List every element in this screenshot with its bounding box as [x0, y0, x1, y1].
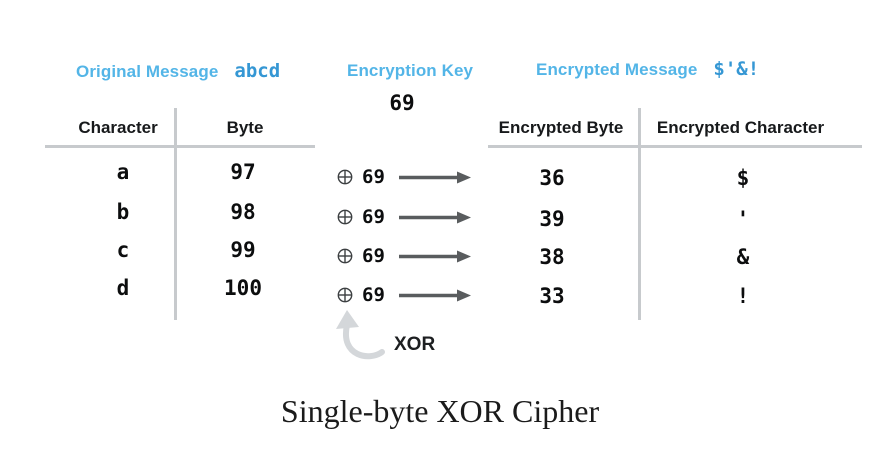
char-cell: b — [116, 200, 130, 224]
char-cell: a — [116, 160, 130, 184]
xor-operation-row: 69 — [337, 203, 472, 231]
left-table-header-divider — [45, 145, 315, 148]
xor-operation-row: 69 — [337, 163, 472, 191]
byte-column-header: Byte — [226, 118, 264, 137]
encrypted-message-label: Encrypted Message — [536, 60, 698, 79]
byte-cell: 98 — [230, 200, 256, 224]
char-cell: c — [116, 238, 130, 262]
character-column-header: Character — [78, 118, 158, 137]
circle-plus-xor-icon — [337, 209, 353, 225]
encrypted-byte-cell: 36 — [539, 166, 565, 190]
encryption-key-label: Encryption Key — [347, 61, 474, 80]
byte-cell: 100 — [224, 276, 262, 300]
right-arrow-icon — [398, 250, 471, 262]
left-table-column-divider — [174, 108, 177, 320]
xor-operation-row: 69 — [337, 242, 472, 270]
xor-key-value: 69 — [362, 166, 385, 188]
circle-plus-xor-icon — [337, 169, 353, 185]
encryption-key-value: 69 — [389, 91, 415, 115]
char-cell: d — [116, 276, 130, 300]
right-arrow-icon — [398, 171, 471, 183]
encrypted-message-value: $'&! — [713, 58, 760, 80]
right-arrow-icon — [398, 289, 471, 301]
right-table-column-divider — [638, 108, 641, 320]
original-message-label: Original Message — [76, 62, 219, 81]
byte-cell: 99 — [230, 238, 256, 262]
encrypted-character-column-header: Encrypted Character — [656, 118, 825, 137]
xor-key-value: 69 — [362, 245, 385, 267]
encrypted-byte-cell: 33 — [539, 284, 565, 308]
encrypted-message-group: Encrypted Message $'&! — [536, 58, 759, 80]
xor-operation-row: 69 — [337, 281, 472, 309]
original-message-group: Original Message abcd — [76, 60, 280, 82]
encrypted-byte-cell: 39 — [539, 207, 565, 231]
encrypted-byte-column-header: Encrypted Byte — [498, 118, 624, 137]
xor-pointer-arrow-icon — [336, 310, 385, 360]
byte-cell: 97 — [230, 160, 256, 184]
original-message-value: abcd — [234, 60, 281, 82]
circle-plus-xor-icon — [337, 287, 353, 303]
circle-plus-xor-icon — [337, 248, 353, 264]
xor-annotation-label: XOR — [394, 334, 436, 355]
encrypted-char-cell: $ — [736, 166, 750, 190]
encrypted-char-cell: ! — [736, 284, 750, 308]
encrypted-byte-cell: 38 — [539, 245, 565, 269]
encrypted-char-cell: & — [736, 245, 750, 269]
diagram-caption: Single-byte XOR Cipher — [280, 393, 600, 429]
right-table-header-divider — [488, 145, 862, 148]
xor-key-value: 69 — [362, 206, 385, 228]
encrypted-char-cell: ' — [736, 207, 750, 231]
right-arrow-icon — [398, 211, 471, 223]
xor-key-value: 69 — [362, 284, 385, 306]
